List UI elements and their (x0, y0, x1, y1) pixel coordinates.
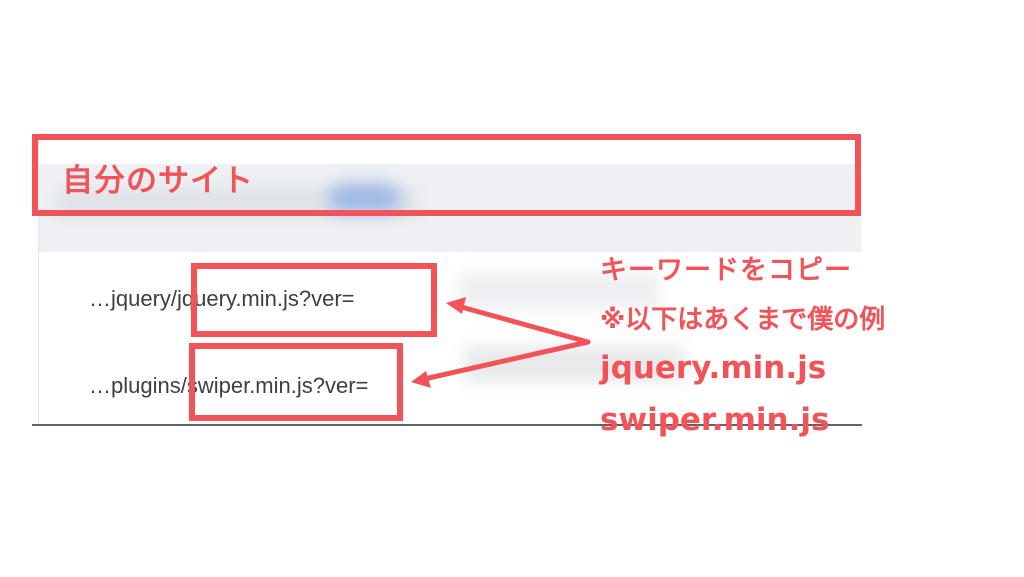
script-url-jquery[interactable]: …jquery/jquery.min.js?ver= (89, 286, 355, 311)
instruction-example-note: ※以下はあくまで僕の例 (600, 305, 886, 335)
script-list-panel: …jquery/jquery.min.js?ver= …plugins/swip… (38, 136, 861, 426)
jquery-keyword-highlight (191, 263, 437, 337)
script-url-swiper[interactable]: …plugins/swiper.min.js?ver= (89, 373, 369, 398)
blurred-badge (329, 184, 399, 212)
arrowhead-jquery-icon (446, 297, 466, 314)
arrowhead-swiper-icon (411, 371, 431, 388)
keyword-swiper: swiper.min.js (600, 402, 830, 438)
site-title: 自分のサイト (62, 163, 254, 199)
swiper-keyword-highlight (189, 343, 403, 421)
site-title-highlight (32, 134, 861, 216)
blurred-value (459, 274, 659, 308)
divider (32, 424, 862, 426)
arrow-to-jquery-icon (451, 302, 591, 345)
arrow-to-swiper-icon (417, 339, 591, 383)
instruction-copy-keyword: キーワードをコピー (600, 255, 852, 286)
keyword-jquery: jquery.min.js (600, 350, 827, 386)
